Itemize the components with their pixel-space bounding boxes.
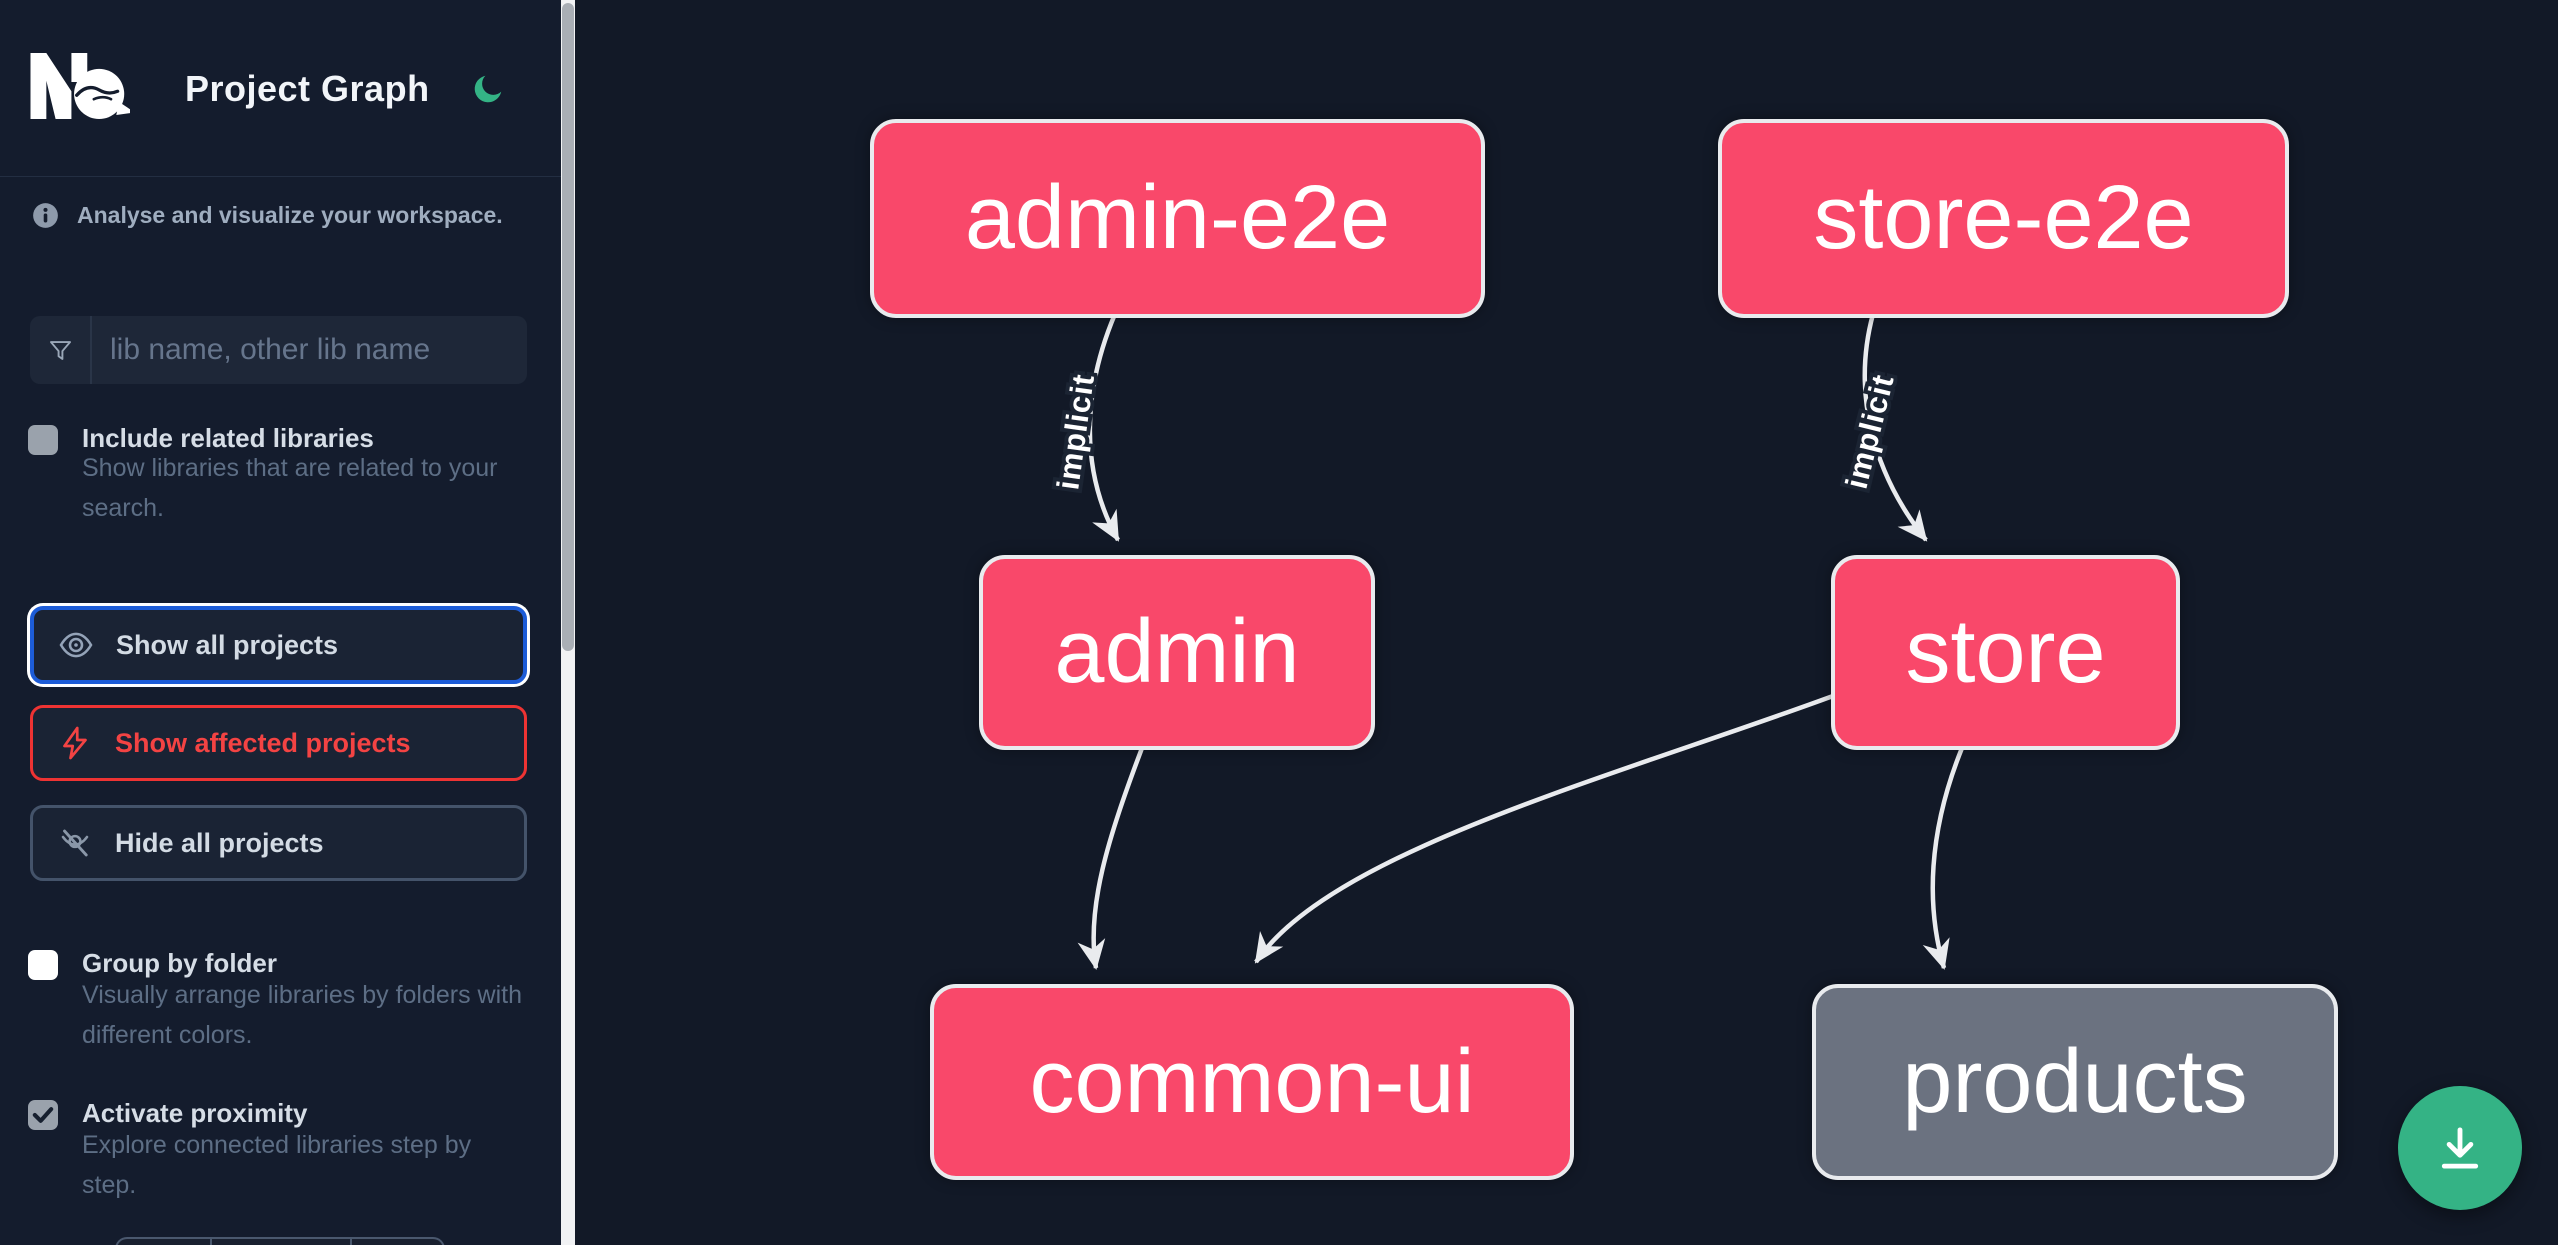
activate-proximity-description: Explore connected libraries step by step… <box>82 1131 472 1199</box>
node-label: store-e2e <box>1813 168 2194 268</box>
group-by-folder-description: Visually arrange libraries by folders wi… <box>82 981 523 1049</box>
download-graph-button[interactable] <box>2398 1086 2522 1210</box>
scrollbar-thumb[interactable] <box>562 3 574 651</box>
bolt-icon <box>63 726 87 760</box>
hide-all-projects-label: Hide all projects <box>115 827 324 858</box>
nx-logo-icon <box>30 53 130 119</box>
search-input[interactable] <box>92 318 527 382</box>
theme-toggle-moon-icon[interactable] <box>472 71 506 105</box>
eye-off-icon <box>61 829 89 857</box>
edge-store-products <box>1922 747 1965 970</box>
proximity-depth-stepper[interactable] <box>115 1237 445 1245</box>
page-title: Project Graph <box>185 68 430 109</box>
group-by-folder-label: Group by folder <box>82 948 277 978</box>
graph-node-admin[interactable]: admin <box>979 555 1375 750</box>
show-all-projects-label: Show all projects <box>116 629 339 660</box>
sidebar: Project Graph Analyse and visualize your… <box>0 0 561 1245</box>
graph-node-admin-e2e[interactable]: admin-e2e <box>870 119 1485 318</box>
edge-label-implicit: implicit <box>1839 371 1901 493</box>
activate-proximity-label: Activate proximity <box>82 1098 308 1128</box>
edge-store-e2e-store <box>1862 313 1928 542</box>
funnel-icon <box>30 316 92 384</box>
search-box <box>30 316 527 384</box>
edge-admin-common-ui <box>1077 747 1145 970</box>
node-label: common-ui <box>1029 1031 1475 1132</box>
hide-all-projects-button[interactable]: Hide all projects <box>30 805 527 881</box>
show-affected-projects-label: Show affected projects <box>115 727 411 758</box>
node-label: admin-e2e <box>964 168 1391 268</box>
sidebar-header: Project Graph <box>0 0 561 176</box>
group-by-folder-checkbox[interactable] <box>28 950 58 980</box>
stepper-divider <box>350 1239 352 1245</box>
show-affected-projects-button[interactable]: Show affected projects <box>30 705 527 781</box>
tagline-row: Analyse and visualize your workspace. <box>32 202 503 229</box>
include-related-checkbox[interactable] <box>28 425 58 455</box>
include-related-label: Include related libraries <box>82 423 374 453</box>
node-label: products <box>1902 1031 2248 1132</box>
graph-node-store[interactable]: store <box>1831 555 2180 750</box>
eye-icon <box>59 632 93 658</box>
graph-node-products[interactable]: products <box>1812 984 2338 1180</box>
sidebar-scrollbar <box>561 0 575 1245</box>
edge-admin-e2e-admin <box>1087 313 1120 542</box>
header-divider <box>0 176 561 177</box>
show-all-projects-button[interactable]: Show all projects <box>30 606 527 684</box>
stepper-divider <box>210 1239 212 1245</box>
node-label: store <box>1905 602 2106 702</box>
graph-node-common-ui[interactable]: common-ui <box>930 984 1574 1180</box>
tagline-text: Analyse and visualize your workspace. <box>77 202 503 228</box>
include-related-description: Show libraries that are related to your … <box>82 454 498 522</box>
graph-node-store-e2e[interactable]: store-e2e <box>1718 119 2289 318</box>
activate-proximity-checkbox[interactable] <box>28 1100 58 1130</box>
info-icon <box>33 203 58 228</box>
edge-label-implicit: implicit <box>1050 372 1101 492</box>
download-icon <box>2441 1127 2479 1169</box>
node-label: admin <box>1054 602 1300 702</box>
